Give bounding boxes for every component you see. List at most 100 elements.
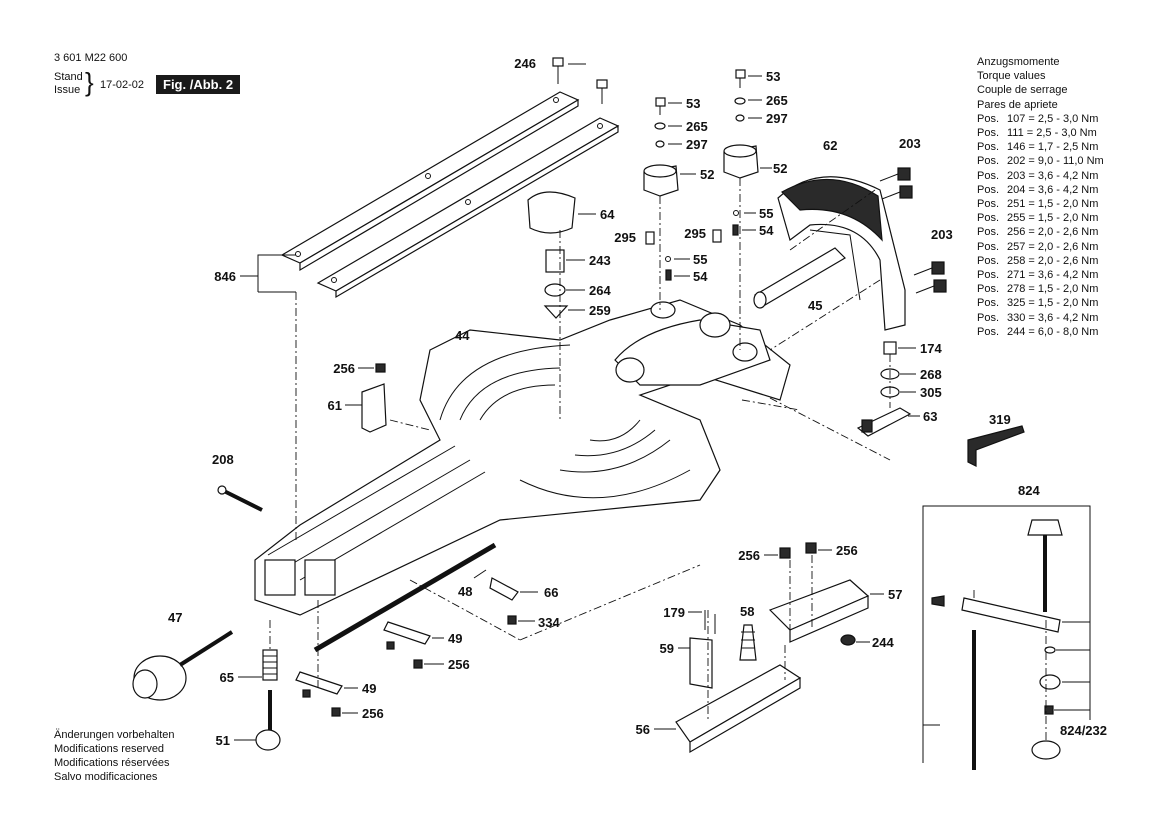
note-de: Änderungen vorbehalten — [54, 729, 175, 741]
torque-pos: Pos. — [977, 141, 1000, 154]
callout-labels: 246 53 265 297 52 53 265 297 52 62 203 2… — [168, 56, 1107, 748]
torque-value: 107 = 2,5 - 3,0 Nm — [1007, 112, 1099, 125]
callout-61: 61 — [328, 398, 342, 413]
callout-55-right: 55 — [759, 206, 773, 221]
issue-label: Issue — [54, 84, 81, 96]
rail-846-lower — [316, 117, 620, 299]
torque-pos: Pos. — [977, 240, 1000, 253]
callout-246: 246 — [514, 56, 536, 71]
modifications-notes: Änderungen vorbehalten Modifications res… — [54, 728, 174, 784]
torque-row: Pos.278 = 1,5 - 2,0 Nm — [977, 282, 1104, 296]
callout-305: 305 — [920, 385, 942, 400]
cap-64 — [527, 191, 576, 234]
torque-value: 204 = 3,6 - 4,2 Nm — [1007, 183, 1099, 196]
bolt-208 — [217, 485, 263, 512]
hex-key-319 — [967, 425, 1025, 467]
torque-value: 258 = 2,0 - 2,6 Nm — [1007, 254, 1099, 267]
torque-pos: Pos. — [977, 127, 1000, 140]
screw-203-lower — [913, 261, 947, 294]
callout-56: 56 — [636, 722, 650, 737]
spring-54-left — [665, 269, 672, 281]
part-number: 3 601 M22 600 — [54, 52, 128, 64]
plate-59 — [689, 637, 713, 689]
scale-plate-62 — [777, 176, 906, 331]
callout-54-right: 54 — [759, 223, 774, 238]
callout-53-left: 53 — [686, 96, 700, 111]
screw-51 — [255, 690, 281, 751]
callout-63: 63 — [923, 409, 937, 424]
torque-pos: Pos. — [977, 198, 1000, 211]
screw-256-b2 — [805, 542, 817, 554]
note-es: Salvo modificaciones — [54, 771, 158, 783]
callout-47: 47 — [168, 610, 182, 625]
torque-value: 111 = 2,5 - 3,0 Nm — [1007, 127, 1097, 140]
washer-264 — [544, 283, 566, 297]
torque-value: 251 = 1,5 - 2,0 Nm — [1007, 198, 1099, 211]
callout-268: 268 — [920, 367, 942, 382]
callout-52-left: 52 — [700, 167, 714, 182]
guide-57 — [768, 579, 870, 643]
figure-label: Fig. /Abb. 2 — [156, 75, 241, 94]
torque-pos: Pos. — [977, 169, 1000, 182]
torque-row: Pos. 107 = 2,5 - 3,0 Nm — [977, 112, 1104, 126]
torque-value: 255 = 1,5 - 2,0 Nm — [1007, 212, 1099, 225]
plate-49-upper — [383, 621, 431, 645]
torque-value: 325 = 1,5 - 2,0 Nm — [1007, 297, 1099, 310]
rod-48 — [313, 542, 497, 653]
callout-174: 174 — [920, 341, 942, 356]
screws-179 — [704, 610, 716, 634]
torque-row: Pos.325 = 1,5 - 2,0 Nm — [977, 296, 1104, 310]
washer-297-right — [735, 114, 745, 122]
torque-pos: Pos. — [977, 226, 1000, 239]
callout-297-right: 297 — [766, 111, 788, 126]
torque-row: Pos. 251 = 1,5 - 2,0 Nm — [977, 197, 1104, 211]
callout-265-right: 265 — [766, 93, 788, 108]
callout-243: 243 — [589, 253, 611, 268]
torque-row: Pos.202 = 9,0 - 11,0 Nm — [977, 154, 1104, 168]
callout-179: 179 — [663, 605, 685, 620]
callout-49-lower: 49 — [362, 681, 376, 696]
torque-value: 330 = 3,6 - 4,2 Nm — [1007, 311, 1099, 324]
screw-256-top-left — [375, 363, 386, 373]
callout-256-b1: 256 — [738, 548, 760, 563]
callout-57: 57 — [888, 587, 902, 602]
nut-243 — [545, 249, 565, 273]
callout-259: 259 — [589, 303, 611, 318]
knob-47 — [132, 630, 234, 701]
torque-row: Pos.203 = 3,6 - 4,2 Nm — [977, 169, 1104, 183]
torque-value: 146 = 1,7 - 2,5 Nm — [1007, 141, 1099, 154]
callout-319: 319 — [989, 412, 1011, 427]
callout-66: 66 — [544, 585, 558, 600]
callout-824-232: 824/232 — [1060, 723, 1107, 738]
callout-49-upper: 49 — [448, 631, 462, 646]
callout-53-right: 53 — [766, 69, 780, 84]
callout-244: 244 — [872, 635, 894, 650]
washer-265-left — [654, 122, 666, 130]
callout-58: 58 — [740, 604, 754, 619]
torque-row: Pos.330 = 3,6 - 4,2 Nm — [977, 311, 1104, 325]
rail-846-upper — [280, 91, 580, 272]
callout-264: 264 — [589, 283, 611, 298]
callout-51: 51 — [216, 733, 230, 748]
torque-value: 244 = 6,0 - 8,0 Nm — [1007, 325, 1099, 338]
issue-date: 17-02-02 — [100, 79, 145, 91]
callout-62: 62 — [823, 138, 837, 153]
torque-title-fr: Couple de serrage — [977, 84, 1068, 97]
washer-259 — [543, 305, 569, 319]
torque-value: 271 = 3,6 - 4,2 Nm — [1007, 269, 1099, 282]
callout-295-right: 295 — [684, 226, 706, 241]
centerline-dashes — [269, 178, 1047, 740]
housing-56 — [675, 664, 802, 754]
screw-246-b — [596, 79, 608, 104]
callout-65: 65 — [220, 670, 234, 685]
torque-pos: Pos. — [977, 183, 1000, 196]
screw-174 — [883, 341, 897, 355]
callout-208: 208 — [212, 452, 234, 467]
callout-334: 334 — [538, 615, 560, 630]
torque-pos: Pos. — [977, 112, 1000, 125]
leader-lines — [234, 63, 1090, 741]
callout-64: 64 — [600, 207, 615, 222]
screw-256-mid — [413, 659, 423, 669]
torque-title-de: Anzugsmomente — [977, 56, 1060, 68]
washer-265-right — [734, 97, 746, 105]
